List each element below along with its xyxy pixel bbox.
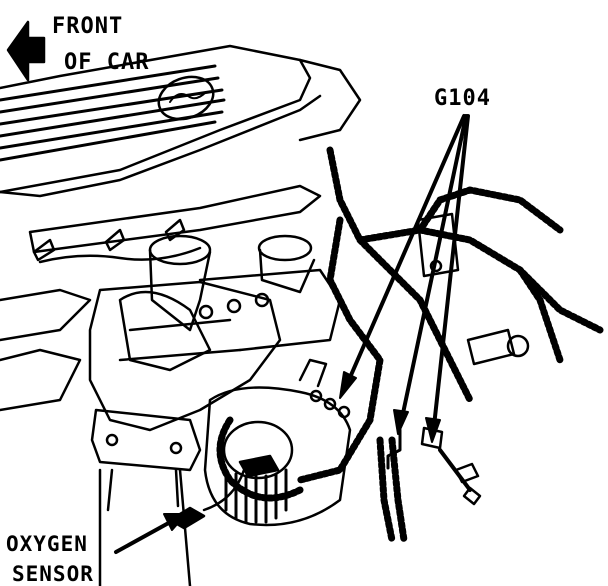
front-of-car-label-line2: OF CAR <box>64 50 150 75</box>
g104-callout-arrows <box>339 114 470 443</box>
oxygen-sensor-label-line2: SENSOR <box>12 562 94 586</box>
front-of-car-label-line1: FRONT <box>52 14 124 39</box>
engine-cover <box>0 44 362 198</box>
wiring-harness <box>216 146 604 544</box>
fuel-rail <box>28 184 322 264</box>
oxygen-sensor-label-line1: OXYGEN <box>6 532 88 556</box>
connector <box>466 328 530 366</box>
air-intake-tube <box>88 234 316 432</box>
arrow-front-icon <box>6 20 46 82</box>
oxygen-sensor-callout-arrow <box>114 513 187 554</box>
exhaust-flange <box>90 408 202 586</box>
ground-g104-label: G104 <box>434 86 491 111</box>
